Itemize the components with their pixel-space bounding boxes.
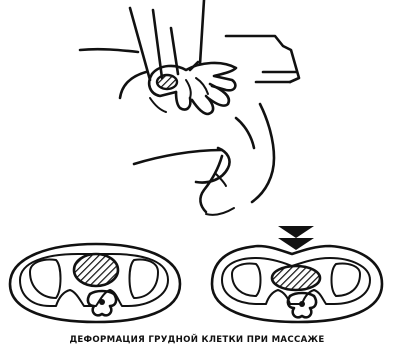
chest-section-compressed xyxy=(212,226,382,322)
rescuer-body xyxy=(226,36,299,82)
chest-section-rest xyxy=(10,244,180,322)
diagram-caption: ДЕФОРМАЦИЯ ГРУДНОЙ КЛЕТКИ ПРИ МАССАЖЕ xyxy=(0,331,394,349)
compression-scene xyxy=(80,0,299,215)
compression-arrow-icon xyxy=(278,226,314,250)
